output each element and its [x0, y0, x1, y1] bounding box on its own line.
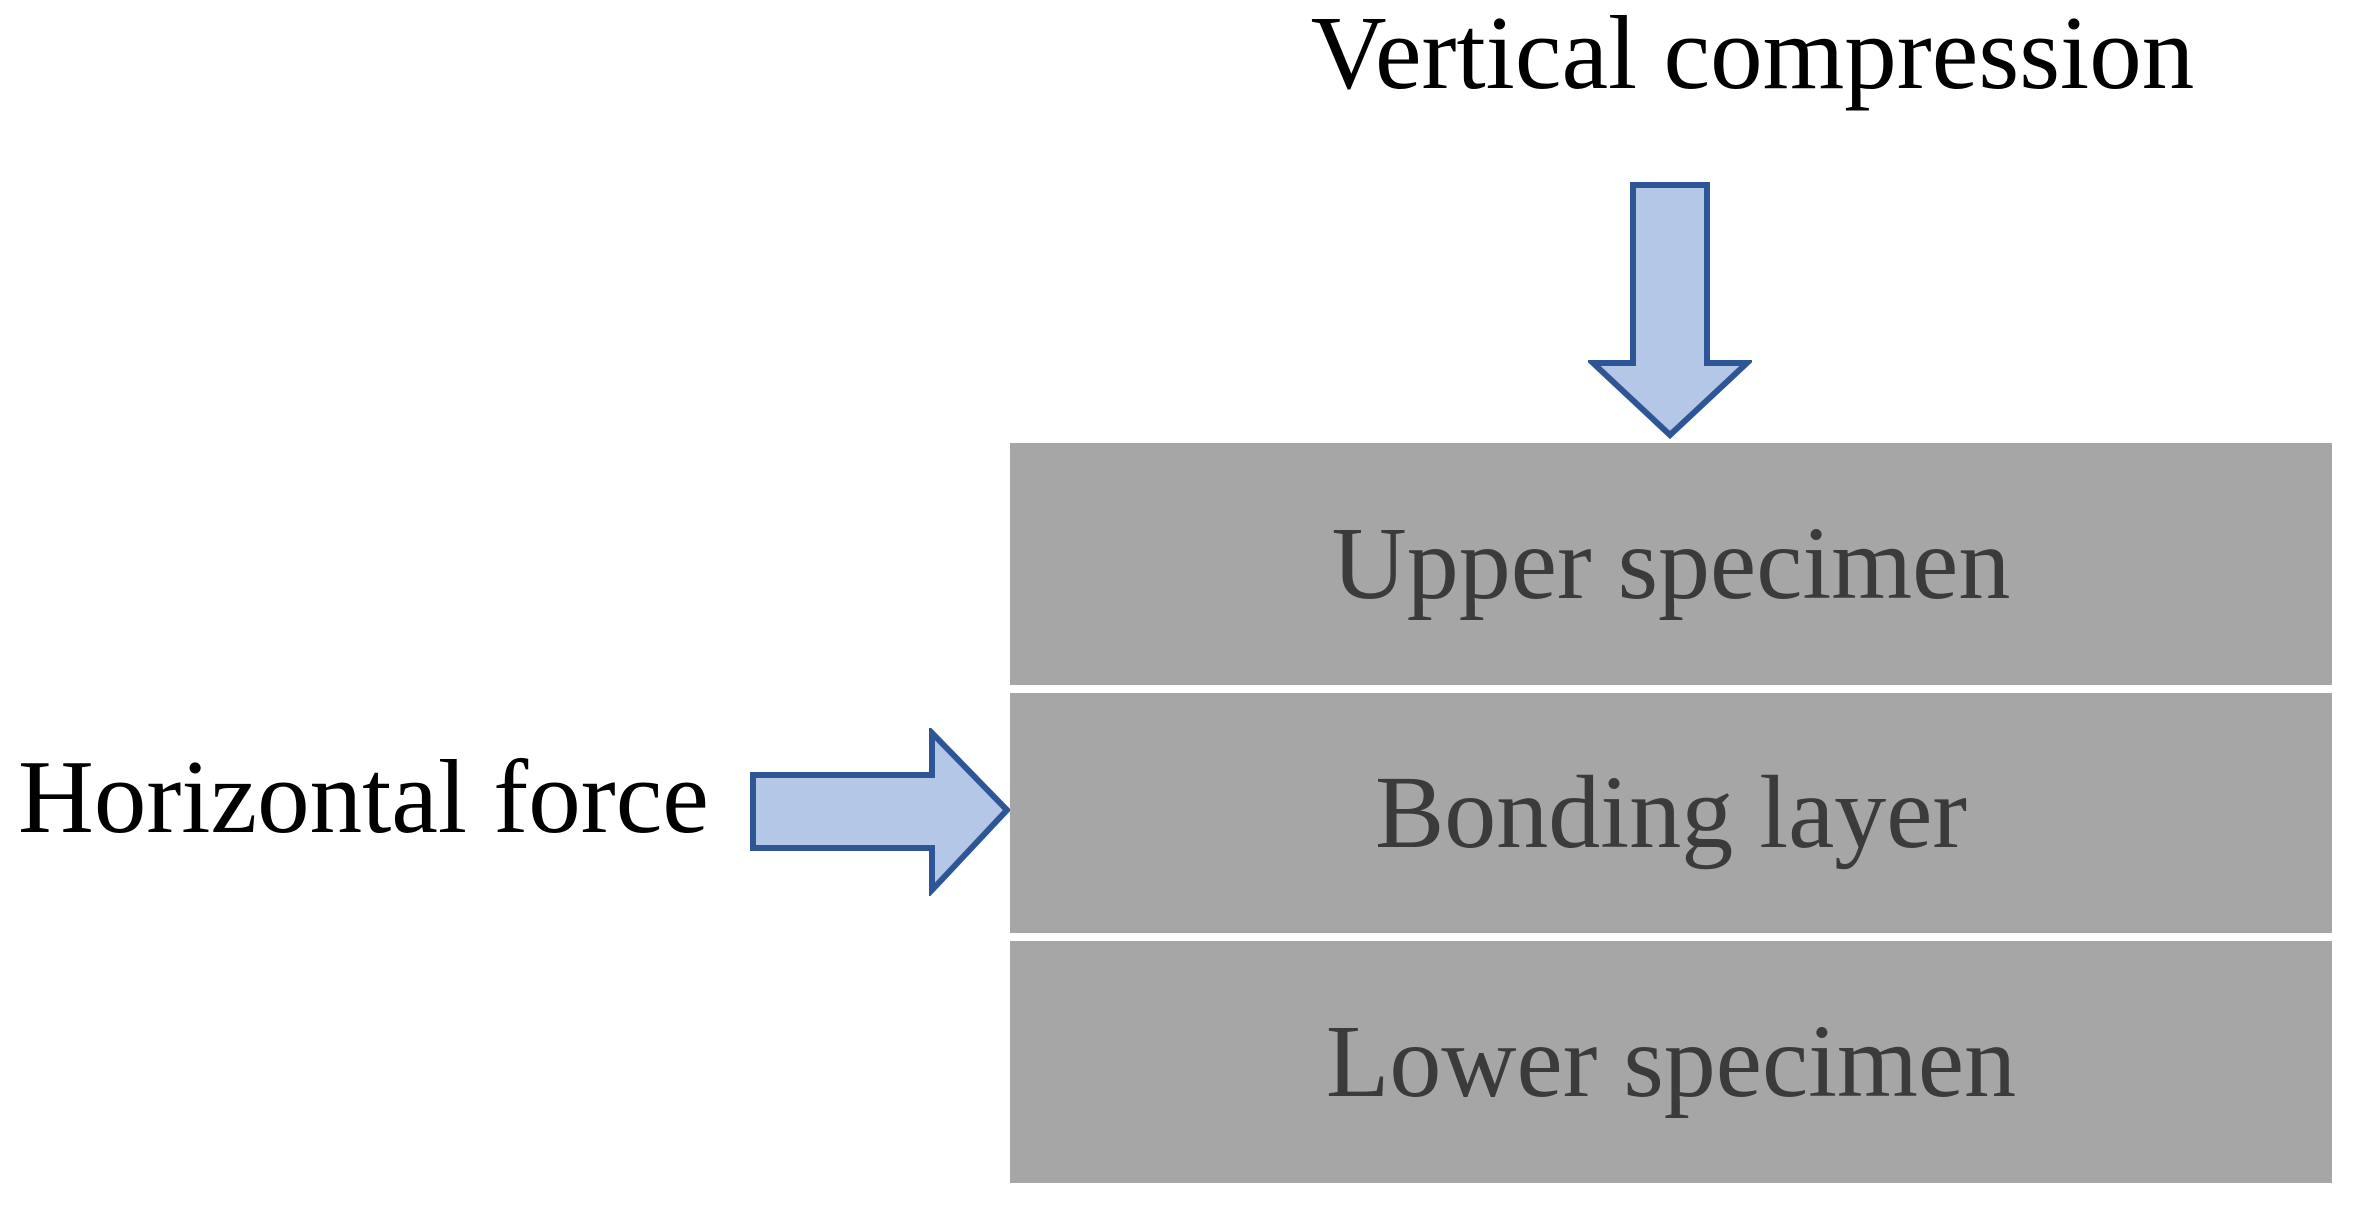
down-arrow-icon — [1588, 180, 1752, 442]
layer-upper-specimen-label: Upper specimen — [1331, 506, 2011, 621]
right-arrow-icon — [750, 728, 1012, 896]
layer-bonding-layer-label: Bonding layer — [1374, 755, 1968, 870]
down-arrow-shape — [1588, 182, 1752, 440]
layer-bonding-layer: Bonding layer — [1010, 693, 2332, 933]
layer-lower-specimen-label: Lower specimen — [1325, 1004, 2017, 1119]
vertical-compression-label: Vertical compression — [1310, 0, 2195, 111]
specimen-stack: Upper specimen Bonding layer Lower speci… — [1010, 443, 2332, 1183]
layer-lower-specimen: Lower specimen — [1010, 941, 2332, 1183]
right-arrow-shape — [750, 728, 1012, 896]
layer-upper-specimen: Upper specimen — [1010, 443, 2332, 685]
horizontal-force-label: Horizontal force — [18, 738, 709, 855]
